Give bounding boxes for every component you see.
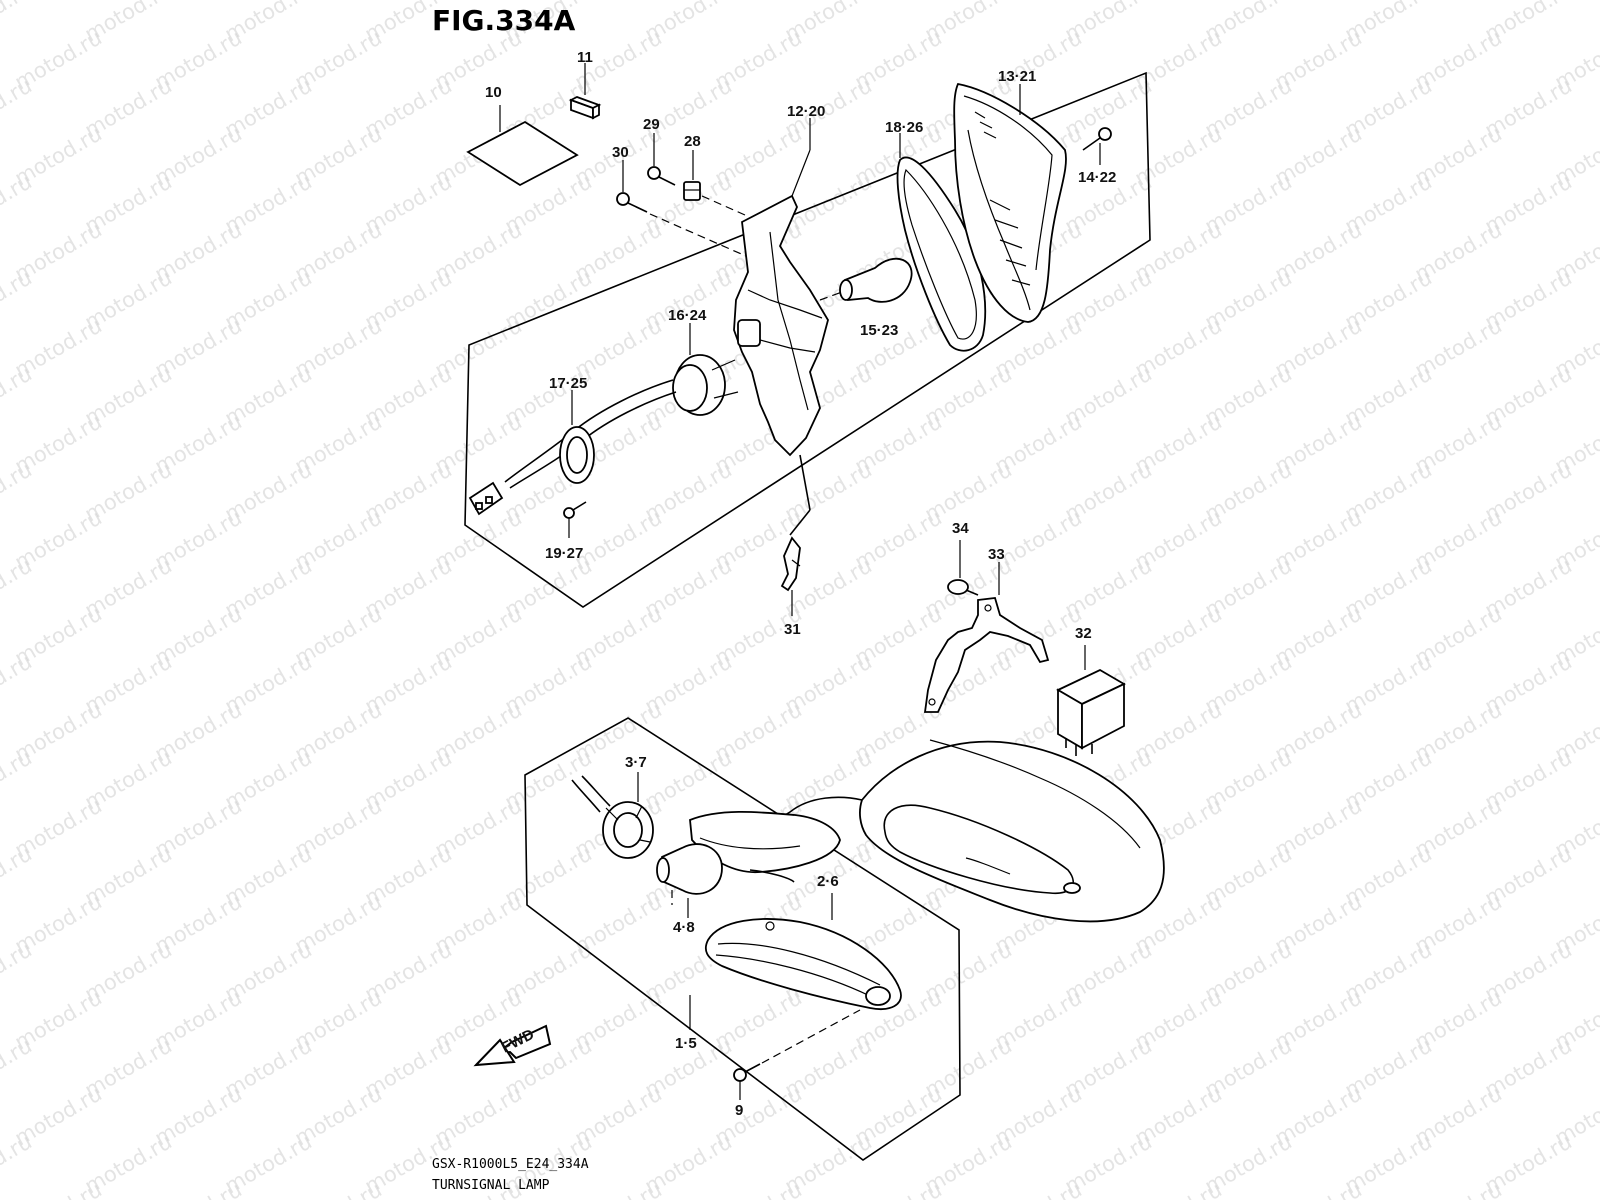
callout-32: 32: [1075, 625, 1092, 642]
part-19-screw: [563, 501, 587, 519]
callout-14-22: 14·22: [1078, 169, 1116, 186]
callout-13-21: 13·21: [998, 68, 1036, 85]
footer-model-code: GSX-R1000L5_E24_334A: [432, 1157, 589, 1172]
callout-11: 11: [577, 49, 593, 66]
callout-34: 34: [952, 520, 969, 537]
part-3-socket: [571, 775, 654, 859]
footer-caption: TURNSIGNAL LAMP: [432, 1178, 550, 1193]
callout-29: 29: [643, 116, 660, 133]
part-11-block: [568, 96, 602, 120]
part-17-wire-harness: [468, 379, 677, 516]
part-9-screw: [733, 1009, 861, 1082]
part-15-bulb: [819, 257, 913, 303]
fwd-direction-arrow: FWD: [473, 1024, 552, 1067]
callout-30: 30: [612, 144, 629, 161]
callout-1-5: 1·5: [675, 1035, 697, 1052]
part-32-relay: [1056, 668, 1126, 756]
callout-3-7: 3·7: [625, 754, 647, 771]
part-30-screw: [616, 192, 756, 261]
callout-2-6: 2·6: [817, 873, 839, 890]
part-1-front-lens: [704, 918, 902, 1010]
part-18-gasket: [896, 156, 986, 352]
part-13-lens: [953, 82, 1067, 323]
callout-9: 9: [735, 1102, 743, 1119]
part-28-clip: [683, 181, 746, 216]
callout-19-27: 19·27: [545, 545, 583, 562]
figure-title: FIG.334A: [432, 4, 576, 37]
part-33-bracket: [923, 597, 1050, 713]
rear-lamp-assembly-box: [464, 71, 1151, 608]
callout-31: 31: [784, 621, 801, 638]
part-31-clip: [780, 536, 801, 592]
front-lamp-assembly-box: [524, 717, 961, 1161]
callout-17-25: 17·25: [549, 375, 587, 392]
part-14-screw: [1082, 127, 1112, 151]
callout-10: 10: [485, 84, 502, 101]
mirror-housing: [779, 739, 1165, 923]
callout-4-8: 4·8: [673, 919, 695, 936]
part-4-bulb: [656, 843, 723, 905]
part-2-lamp-housing: [689, 810, 841, 883]
callout-16-24: 16·24: [668, 307, 707, 324]
callout-labels: 10 11 29 28 30 12·20 13·21 18·26 14·22 1…: [485, 49, 1116, 1119]
callout-12-20: 12·20: [787, 103, 825, 120]
callout-15-23: 15·23: [860, 322, 898, 339]
part-10-sticker: [466, 120, 579, 187]
part-16-socket: [672, 354, 739, 416]
callout-18-26: 18·26: [885, 119, 923, 136]
part-12-housing-bracket: [733, 149, 829, 536]
callout-33: 33: [988, 546, 1005, 563]
part-29-screw: [647, 166, 676, 186]
callout-28: 28: [684, 133, 701, 150]
part-34-bolt: [947, 579, 979, 596]
